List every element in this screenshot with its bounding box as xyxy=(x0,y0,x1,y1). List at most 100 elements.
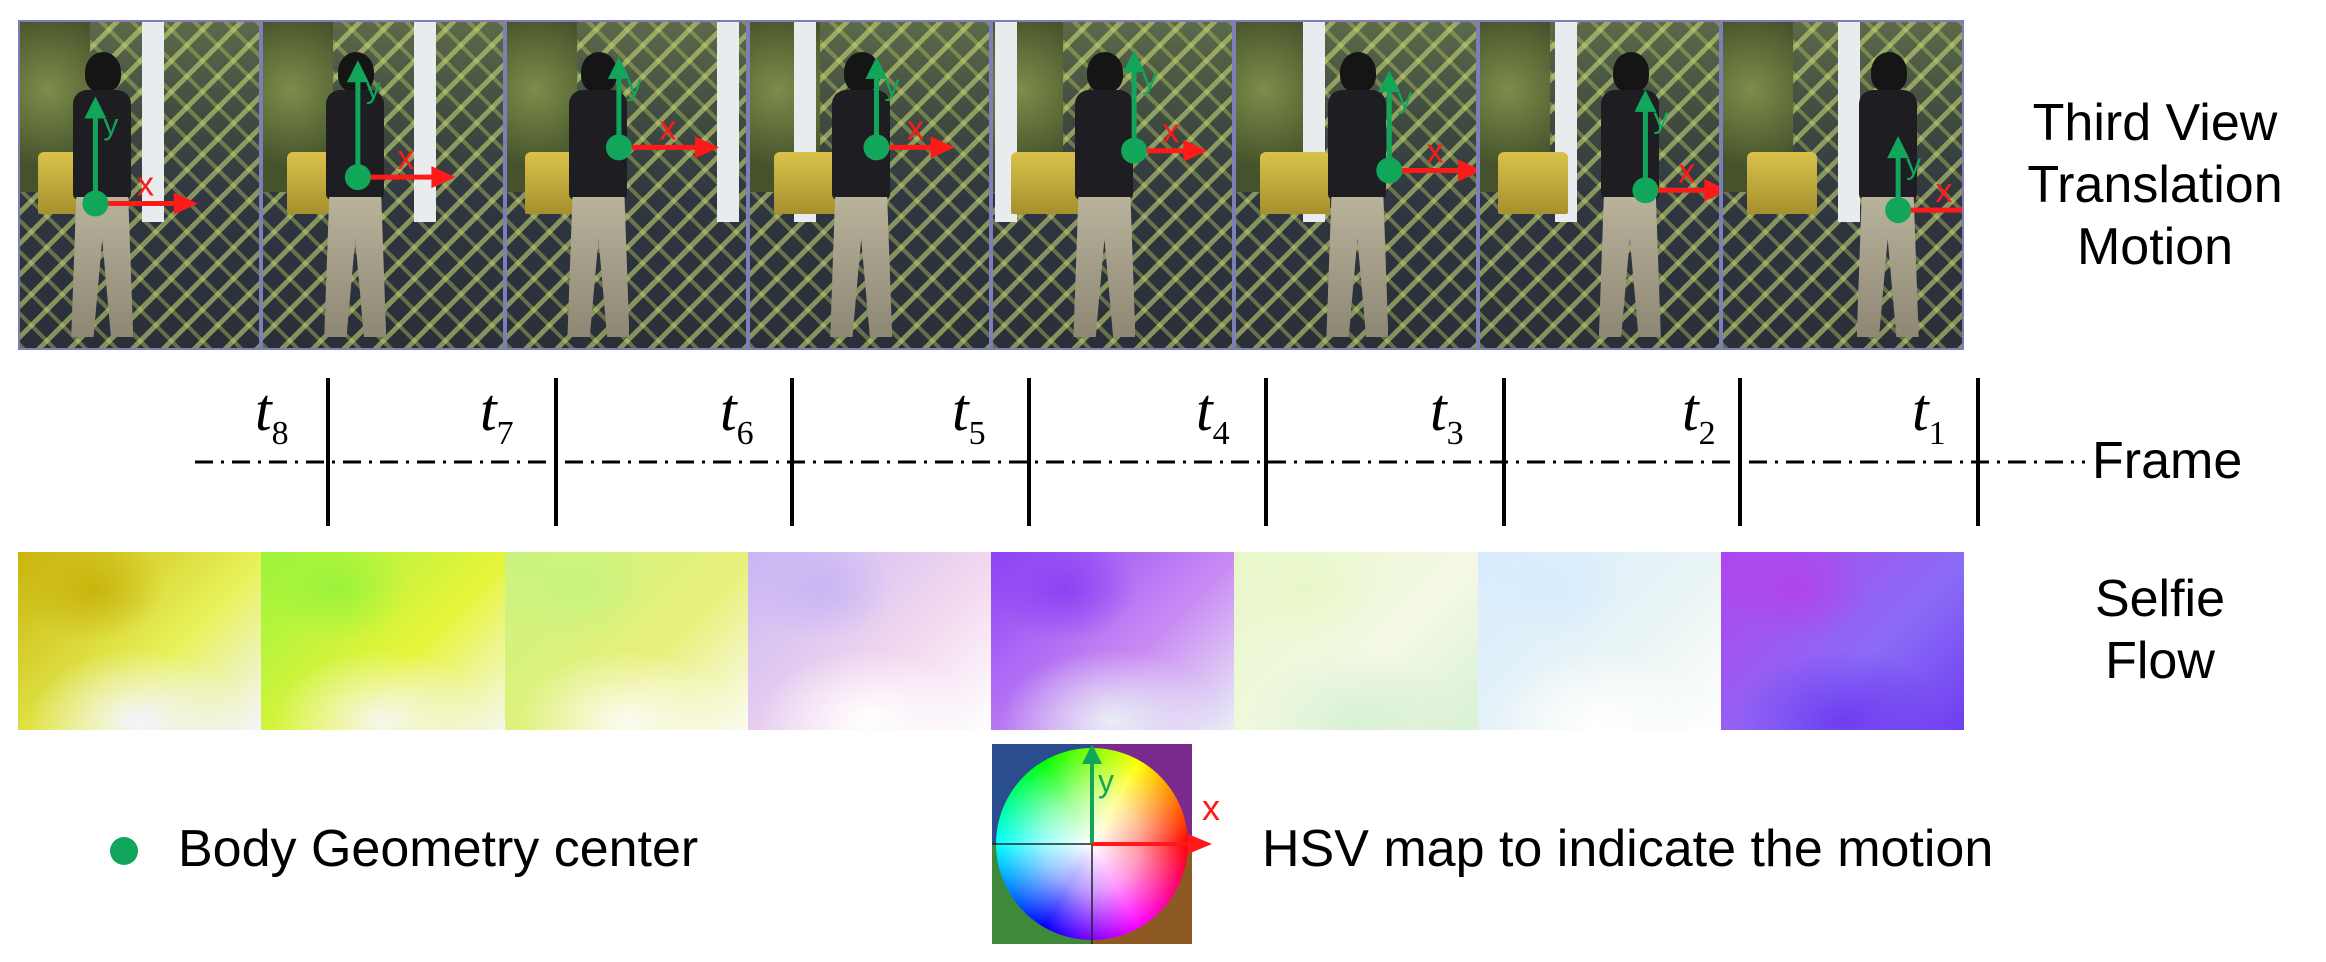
yellow-chair xyxy=(1746,152,1817,214)
doorway-pillar xyxy=(413,22,436,222)
selfie-flow-image xyxy=(261,552,505,730)
x-axis-label: x xyxy=(1427,133,1444,171)
frame-label: Frame xyxy=(2092,432,2243,490)
y-axis-label: y xyxy=(1142,62,1157,95)
hsv-legend-text: HSV map to indicate the motion xyxy=(1262,820,1994,878)
y-axis-label: y xyxy=(1653,102,1668,135)
person-head xyxy=(85,52,122,92)
third-view-label-line-1: Third View xyxy=(2032,94,2278,152)
third-view-label-line-2: Translation xyxy=(2027,156,2283,214)
hsv-axes: y x xyxy=(992,744,1220,944)
yellow-chair xyxy=(1497,152,1568,214)
x-axis-arrowhead xyxy=(1458,159,1476,182)
selfie-flow-label-line-2: Flow xyxy=(2105,632,2215,690)
x-axis-label: x xyxy=(1163,113,1180,151)
time-step-label: t7 xyxy=(480,377,514,452)
person xyxy=(1849,52,1929,342)
x-axis-arrowhead xyxy=(1703,179,1719,202)
person-head xyxy=(1340,52,1377,92)
y-axis-label: y xyxy=(626,69,641,102)
time-step-subscript: 2 xyxy=(1698,415,1716,452)
selfie-flow-image xyxy=(991,552,1235,730)
doorway-pillar xyxy=(716,22,739,222)
y-axis-label: y xyxy=(884,69,899,102)
time-step-subscript: 5 xyxy=(968,415,986,452)
y-axis-label: y xyxy=(103,109,118,142)
body-axes: yx xyxy=(1121,50,1208,164)
x-axis-arrowhead xyxy=(694,136,719,159)
y-axis-label: y xyxy=(1906,148,1921,181)
selfie-flow-image xyxy=(1234,552,1478,730)
x-axis-arrowhead xyxy=(1183,139,1208,162)
x-axis-label: x xyxy=(137,166,154,204)
third-view-label-line-3: Motion xyxy=(2076,218,2234,276)
body-axes: yx xyxy=(82,96,198,217)
body-center-dot xyxy=(1884,197,1911,224)
person-head xyxy=(1870,52,1907,92)
body-center-dot xyxy=(605,134,632,161)
y-axis-arrowhead xyxy=(84,96,107,119)
y-axis-arrowhead xyxy=(1886,136,1909,159)
time-step-subscript: 8 xyxy=(271,415,289,452)
person xyxy=(63,52,143,342)
body-axes: yx xyxy=(1376,70,1476,184)
body-center-dot xyxy=(1376,157,1403,184)
x-axis-label: x xyxy=(1935,172,1952,210)
person-torso xyxy=(1858,90,1917,200)
hsv-x-label: x xyxy=(1202,787,1220,828)
selfie-flow-image xyxy=(1720,552,1964,730)
person-torso xyxy=(1328,90,1387,200)
time-step-subscript: 1 xyxy=(1928,415,1946,452)
selfie-flow-image xyxy=(18,552,262,730)
time-step-label: t1 xyxy=(1912,377,1946,452)
body-center-legend-dot xyxy=(110,837,138,865)
y-axis-arrowhead xyxy=(347,60,370,83)
body-axes: yx xyxy=(863,56,955,161)
selfie-flow-label: Selfie Flow xyxy=(2060,568,2260,692)
x-axis-label: x xyxy=(659,109,676,147)
x-axis-arrowhead xyxy=(173,192,198,215)
x-axis-label: x xyxy=(1678,152,1695,190)
hsv-x-arrowhead xyxy=(1188,834,1212,854)
body-axes: yx xyxy=(1631,89,1719,204)
body-center-dot xyxy=(345,164,372,191)
time-step-label: t8 xyxy=(255,377,289,452)
x-axis-label: x xyxy=(398,139,415,177)
body-center-dot xyxy=(863,134,890,161)
y-axis-arrowhead xyxy=(1123,50,1146,73)
y-axis-label: y xyxy=(1397,82,1412,115)
yellow-chair xyxy=(1011,152,1081,214)
y-axis-arrowhead xyxy=(607,56,630,79)
time-step-subscript: 6 xyxy=(736,415,754,452)
person xyxy=(1318,52,1398,342)
time-step-subscript: 4 xyxy=(1212,415,1230,452)
body-center-legend-text: Body Geometry center xyxy=(178,820,699,878)
person-torso xyxy=(73,90,132,200)
y-axis-arrowhead xyxy=(1378,70,1401,93)
body-axes: yx xyxy=(345,60,456,191)
third-view-label: Third View Translation Motion xyxy=(1990,92,2320,278)
selfie-flow-image xyxy=(747,552,991,730)
body-axes: yx xyxy=(1884,136,1962,224)
doorway-pillar xyxy=(1837,22,1860,222)
time-step-label: t5 xyxy=(952,377,986,452)
time-step-subscript: 7 xyxy=(496,415,514,452)
selfie-flow-image xyxy=(1477,552,1721,730)
hsv-y-arrowhead xyxy=(1082,744,1102,764)
time-step-label: t2 xyxy=(1682,377,1716,452)
person-head xyxy=(1087,52,1124,92)
body-center-dot xyxy=(82,190,109,217)
time-step-label: t4 xyxy=(1196,377,1230,452)
body-axes: yx xyxy=(605,56,719,161)
doorway-pillar xyxy=(141,22,164,222)
selfie-flow-label-line-1: Selfie xyxy=(2094,570,2226,628)
yellow-chair xyxy=(1260,152,1331,214)
